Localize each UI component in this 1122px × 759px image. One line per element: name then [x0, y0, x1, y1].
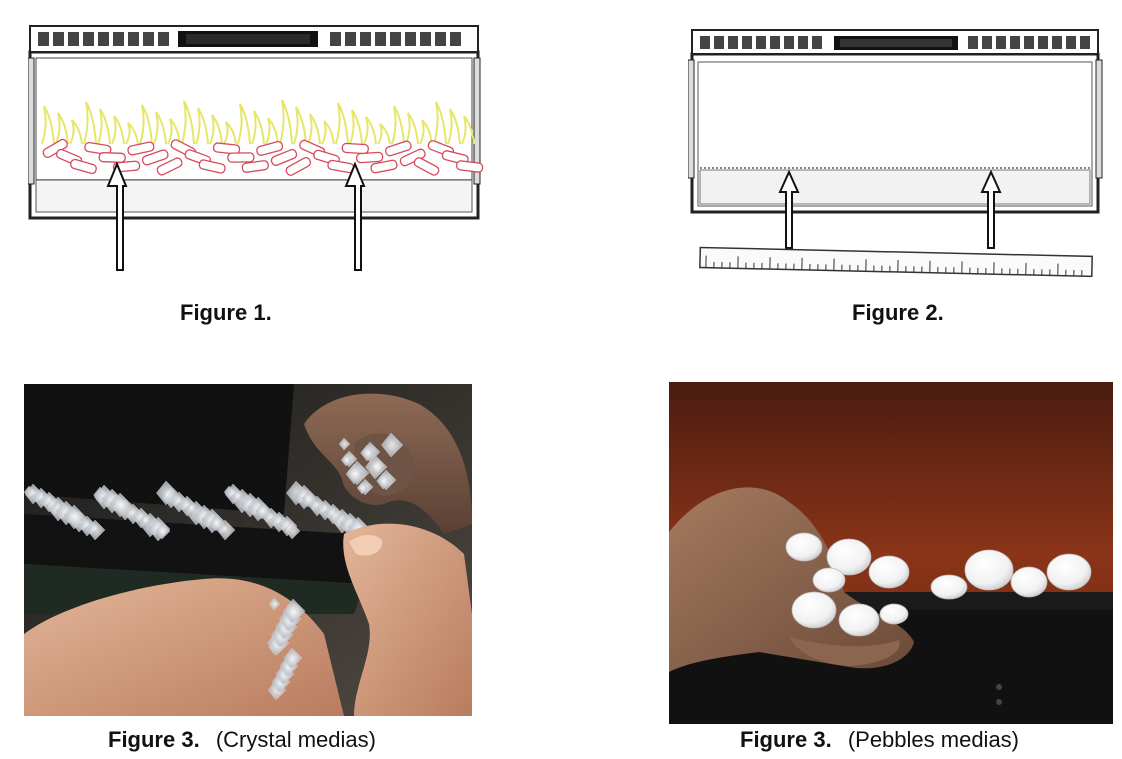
pebble-media-photo [669, 382, 1113, 724]
figure-2-caption: Figure 2. [852, 300, 944, 326]
figure-1-label: Figure 1. [180, 300, 272, 325]
figure-3b-label: Figure 3. [740, 727, 832, 752]
figure-3a-label: Figure 3. [108, 727, 200, 752]
figure-2-label: Figure 2. [852, 300, 944, 325]
figure-3b-caption: Figure 3. (Pebbles medias) [740, 727, 1019, 753]
figure-3b-note: (Pebbles medias) [847, 727, 1019, 752]
figure-3a-note: (Crystal medias) [215, 727, 376, 752]
figure-3a-caption: Figure 3. (Crystal medias) [108, 727, 376, 753]
crystal-media-photo [24, 384, 472, 716]
figure-1-caption: Figure 1. [180, 300, 272, 326]
figure-1-illustration [28, 24, 488, 284]
figure-2-illustration [688, 28, 1108, 284]
